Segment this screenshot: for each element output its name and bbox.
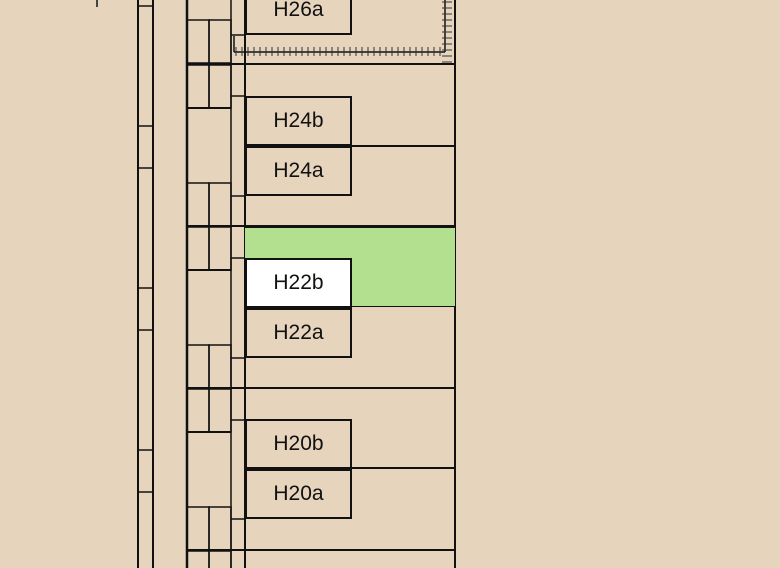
node-h26a[interactable]: H26a [245,0,352,35]
node-h24b[interactable]: H24b [245,96,352,146]
column-cells [186,19,232,568]
node-h20b[interactable]: H20b [245,419,352,469]
node-label: H20a [273,482,324,505]
node-label: H22b [273,271,324,294]
rail-notches [137,0,154,493]
node-h22b[interactable]: H22b [245,258,352,308]
node-label: H24b [273,109,324,132]
node-label: H24a [273,159,324,182]
node-label: H20b [273,432,324,455]
node-label: H22a [273,321,324,344]
node-h22a[interactable]: H22a [245,308,352,358]
stubs [231,34,245,520]
connectors [187,107,455,551]
node-h20a[interactable]: H20a [245,469,352,519]
node-label: H26a [273,0,324,21]
node-h24a[interactable]: H24a [245,146,352,196]
ruler-ticks [235,1,452,63]
